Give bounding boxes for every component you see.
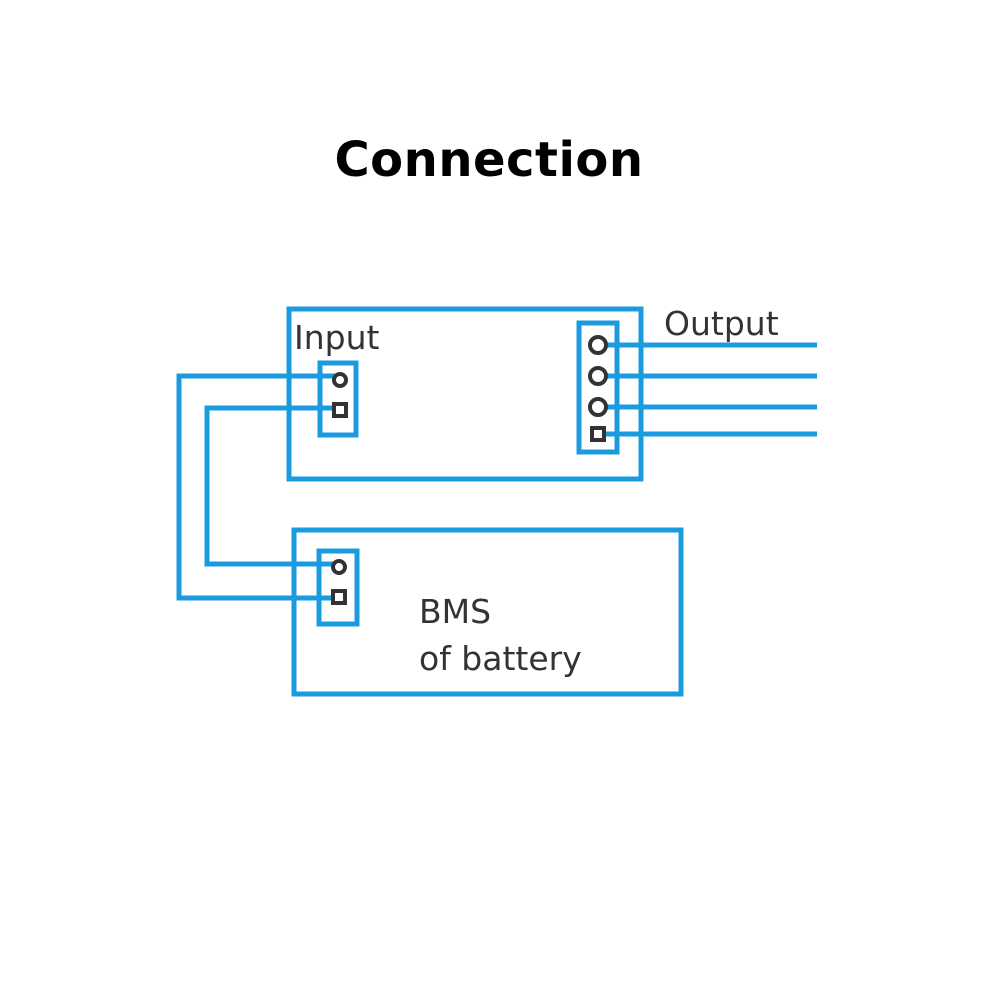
input-label: Input xyxy=(294,318,380,357)
output-pin-3 xyxy=(588,397,608,417)
output-label: Output xyxy=(664,304,779,343)
output-pin-1 xyxy=(588,335,608,355)
bms-pin-square xyxy=(331,589,347,605)
output-pin-2 xyxy=(588,366,608,386)
input-pin-round xyxy=(332,372,348,388)
output-pin-4 xyxy=(590,426,606,442)
bms-pin-round xyxy=(331,559,347,575)
wire-input-negative xyxy=(204,405,338,567)
bms-label-line1: BMS xyxy=(419,592,491,631)
input-connector xyxy=(317,360,359,438)
module-box xyxy=(286,306,644,482)
output-connector xyxy=(576,320,620,455)
bms-label-line2: of battery xyxy=(419,639,582,678)
wire-input-positive xyxy=(176,373,338,601)
page-title: Connection xyxy=(334,132,644,188)
bms-connector xyxy=(316,548,360,627)
bms-box xyxy=(291,527,684,697)
input-pin-square xyxy=(332,402,348,418)
